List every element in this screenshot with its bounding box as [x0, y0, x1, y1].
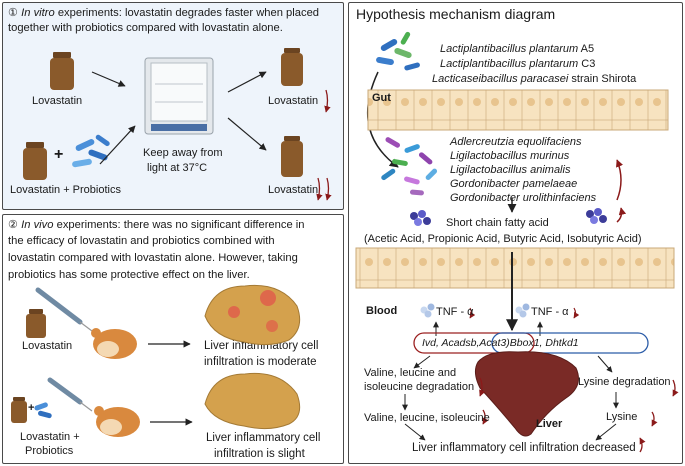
probiotics-icon — [72, 134, 110, 168]
probiotic-strains-icon — [376, 31, 420, 71]
tnf-right: TNF - α — [531, 306, 569, 318]
hamster-icon — [94, 406, 140, 437]
scfa-molecule-icon — [586, 208, 607, 224]
gene-group-red — [413, 332, 535, 354]
result-slight-1: Liver inflammatory cell — [206, 432, 321, 444]
bcaa-degradation-2: isoleucine degradation — [364, 381, 475, 393]
incubator-icon — [144, 57, 214, 135]
mechanism-title: Hypothesis mechanism diagram — [356, 6, 556, 22]
pill-bottle-icon — [281, 136, 303, 177]
hamster-icon — [91, 328, 137, 359]
in-vivo-line4: probiotics has some protective effect on… — [8, 269, 250, 281]
pill-bottle-icon — [11, 397, 27, 423]
decrease-arrow-icon — [324, 89, 331, 113]
pill-bottle-icon — [23, 142, 47, 180]
tnf-left: TNF - α — [436, 306, 474, 318]
syringe-icon — [47, 377, 93, 412]
strain-shirota: Lacticaseibacillus paracasei strain Shir… — [432, 73, 637, 85]
species-2: Ligilactobacillus murinus — [450, 150, 570, 162]
liver-icon — [474, 351, 579, 437]
scfa-list: (Acetic Acid, Propionic Acid, Butyric Ac… — [364, 233, 642, 245]
incubator-text-2: light at 37°C — [147, 162, 208, 174]
strain-a5: Lactiplantibacillus plantarum A5 — [440, 43, 595, 55]
genes-text: Ivd, Acadsb,Acat3)Bbox1, Dhtkd1 — [422, 337, 579, 349]
result-moderate-2: infiltration is moderate — [204, 356, 317, 368]
in-vitro-title-line2: together with probiotics compared with l… — [8, 22, 283, 34]
intestinal-barrier — [355, 247, 675, 289]
in-vitro-title-line1: ① In vitro experiments: lovastatin degra… — [8, 7, 320, 19]
result-moderate-1: Liver inflammatory cell — [204, 340, 319, 352]
in-vivo-line2: the efficacy of lovastatin and probiotic… — [8, 235, 275, 247]
lysine-label: Lysine — [606, 411, 638, 423]
healthy-liver-icon — [204, 372, 301, 430]
result-slight-2: infiltration is slight — [214, 448, 305, 460]
blood-label: Blood — [366, 305, 398, 317]
conclusion: Liver inflammatory cell infiltration dec… — [412, 442, 636, 454]
vivo-label-combo-2: Probiotics — [25, 445, 74, 457]
liver-label: Liver — [536, 418, 563, 430]
inflamed-liver-icon — [204, 284, 301, 346]
species-1: Adlercreutzia equolifaciens — [450, 136, 582, 148]
scfa-molecule-icon — [410, 210, 431, 226]
gene-group-blue — [491, 332, 649, 354]
result-lovastatin-top: Lovastatin — [268, 95, 319, 107]
syringe-icon — [35, 287, 93, 332]
label-lovastatin: Lovastatin — [32, 95, 83, 107]
in-vivo-line3: lovastatin compared with lovastatin alon… — [8, 252, 298, 264]
strain-c3: Lactiplantibacillus plantarum C3 — [440, 58, 596, 70]
species-3: Ligilactobacillus animalis — [450, 164, 571, 176]
pill-bottle-icon — [281, 48, 303, 86]
pill-bottle-icon — [50, 52, 74, 90]
label-lovastatin-probiotics: Lovastatin + Probiotics — [10, 184, 121, 196]
species-4: Gordonibacter pamelaeae — [450, 178, 578, 190]
vivo-label-lovastatin: Lovastatin — [22, 340, 73, 352]
in-vivo-title-line1: ② In vivo experiments: there was no sign… — [8, 219, 305, 231]
bcaa-label: Valine, leucine, isoleucine — [364, 412, 490, 424]
gut-microbiota-icon — [381, 137, 438, 196]
species-5: Gordonibacter urolithinfaciens — [450, 192, 597, 204]
gut-epithelium — [367, 89, 669, 131]
vivo-plus-sign: + — [28, 402, 35, 414]
increase-arrow-icon — [616, 207, 627, 223]
plus-sign: + — [54, 146, 64, 163]
vivo-label-combo-1: Lovastatin + — [20, 431, 80, 443]
lysine-degradation: Lysine degradation — [578, 376, 671, 388]
result-lovastatin-bottom: Lovastatin — [268, 184, 319, 196]
bcaa-degradation-1: Valine, leucine and — [364, 367, 457, 379]
increase-arrow-icon — [616, 159, 623, 201]
decrease-arrow-icon — [316, 177, 323, 201]
probiotics-icon — [34, 402, 52, 419]
incubator-text-1: Keep away from — [143, 147, 223, 159]
gut-label: Gut — [372, 92, 391, 104]
pill-bottle-icon — [26, 309, 46, 338]
tnf-alpha-icon — [515, 303, 530, 318]
scfa-title: Short chain fatty acid — [446, 217, 549, 229]
tnf-alpha-icon — [420, 303, 435, 318]
decrease-arrow-icon — [325, 177, 332, 201]
